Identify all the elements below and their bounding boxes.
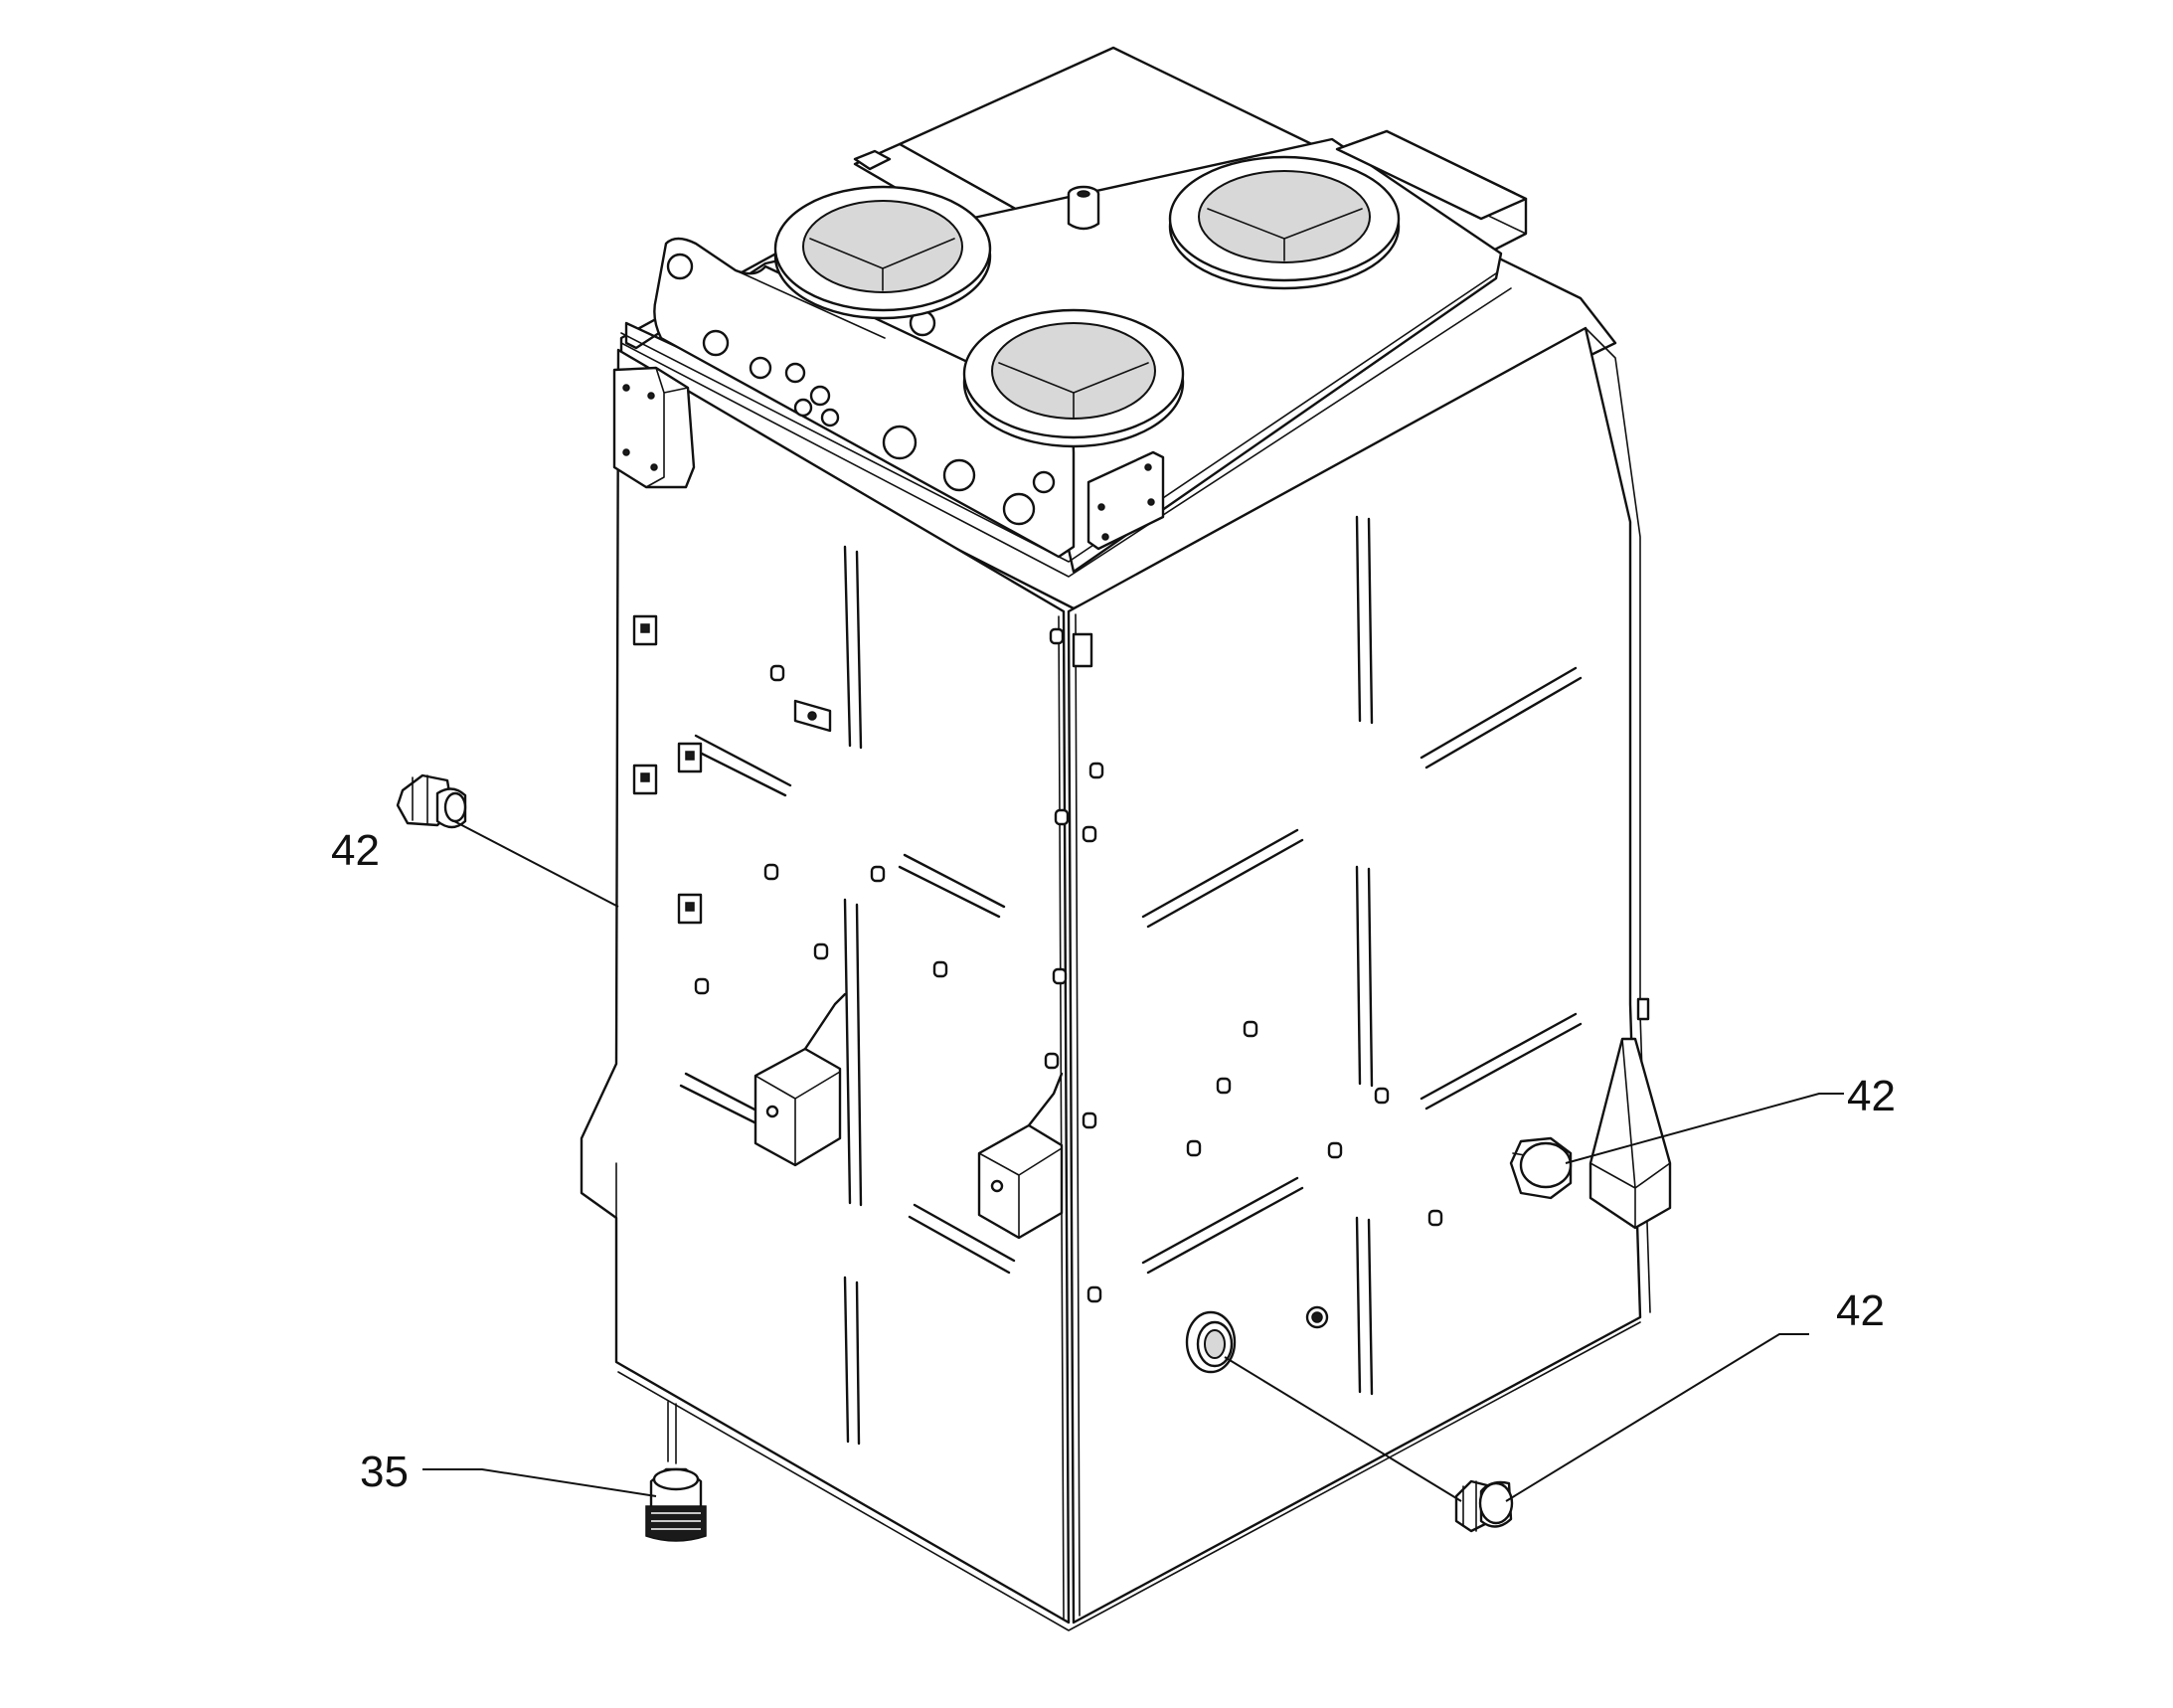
plug-35 xyxy=(645,1467,707,1542)
slot xyxy=(843,545,863,750)
plug-42-right-lower xyxy=(1454,1479,1514,1533)
leader-42-right-lower xyxy=(1224,1356,1462,1502)
callout-35: 35 xyxy=(360,1448,409,1496)
callout-42-right-upper: 42 xyxy=(1847,1072,1896,1120)
drain-boss xyxy=(1185,1310,1237,1374)
leader-42-right-upper xyxy=(1565,1093,1844,1164)
leader-35 xyxy=(422,1468,657,1497)
lift-hole xyxy=(666,253,694,280)
top-assembly xyxy=(612,46,1528,578)
plug-42-right-upper xyxy=(1509,1136,1573,1200)
callout-42-left: 42 xyxy=(331,826,380,875)
slot xyxy=(843,1276,861,1446)
flange-ring-1 xyxy=(773,185,992,320)
flange-ring-3 xyxy=(962,308,1185,448)
flange-ring-2 xyxy=(1168,155,1401,290)
bolted-cover-left xyxy=(612,366,696,489)
callout-42-right-lower: 42 xyxy=(1836,1286,1885,1335)
plug-42-left xyxy=(396,773,467,829)
small-fitting xyxy=(1305,1305,1329,1329)
lug xyxy=(1072,632,1093,668)
leader-42-left xyxy=(451,819,619,908)
studs-right-face xyxy=(1082,762,1443,1303)
slot xyxy=(843,898,863,1207)
studs-left-face xyxy=(694,627,1070,1070)
end-block xyxy=(1086,450,1165,551)
